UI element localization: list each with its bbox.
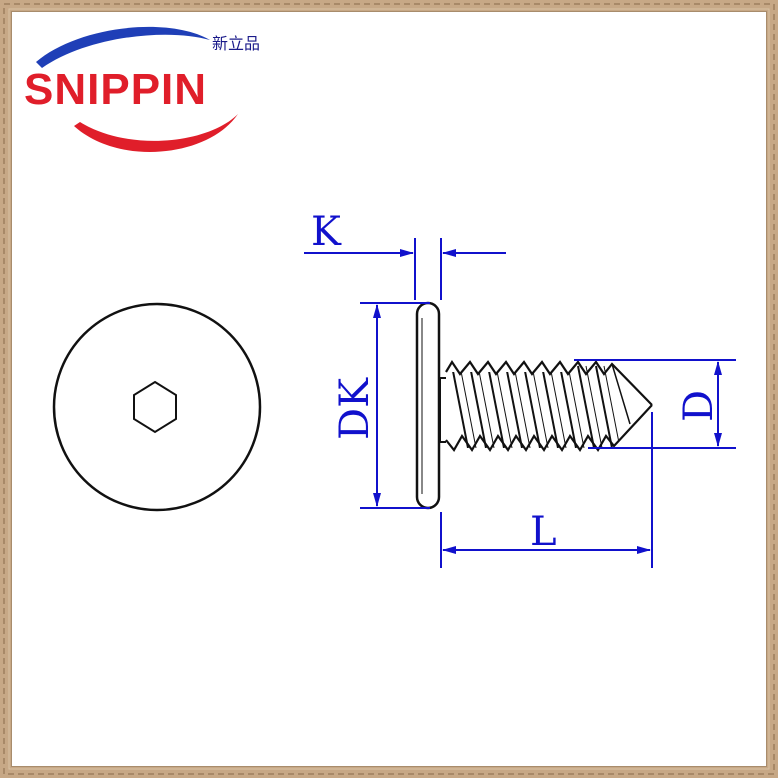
screw-threaded-shaft [439, 359, 653, 453]
label-dk: DK [332, 377, 378, 440]
hex-socket-icon [133, 380, 177, 434]
label-k: K [311, 209, 342, 255]
label-d: D [676, 390, 722, 422]
chinese-brand-name: 新立品 [212, 34, 261, 53]
label-l: L [530, 509, 557, 555]
snippin-logo: SNIPPIN [24, 26, 238, 152]
red-swoosh-icon [74, 114, 238, 152]
brand-wordmark: SNIPPIN [24, 65, 207, 114]
screw-head-side-view [415, 301, 441, 510]
blue-swoosh-icon [36, 26, 210, 68]
